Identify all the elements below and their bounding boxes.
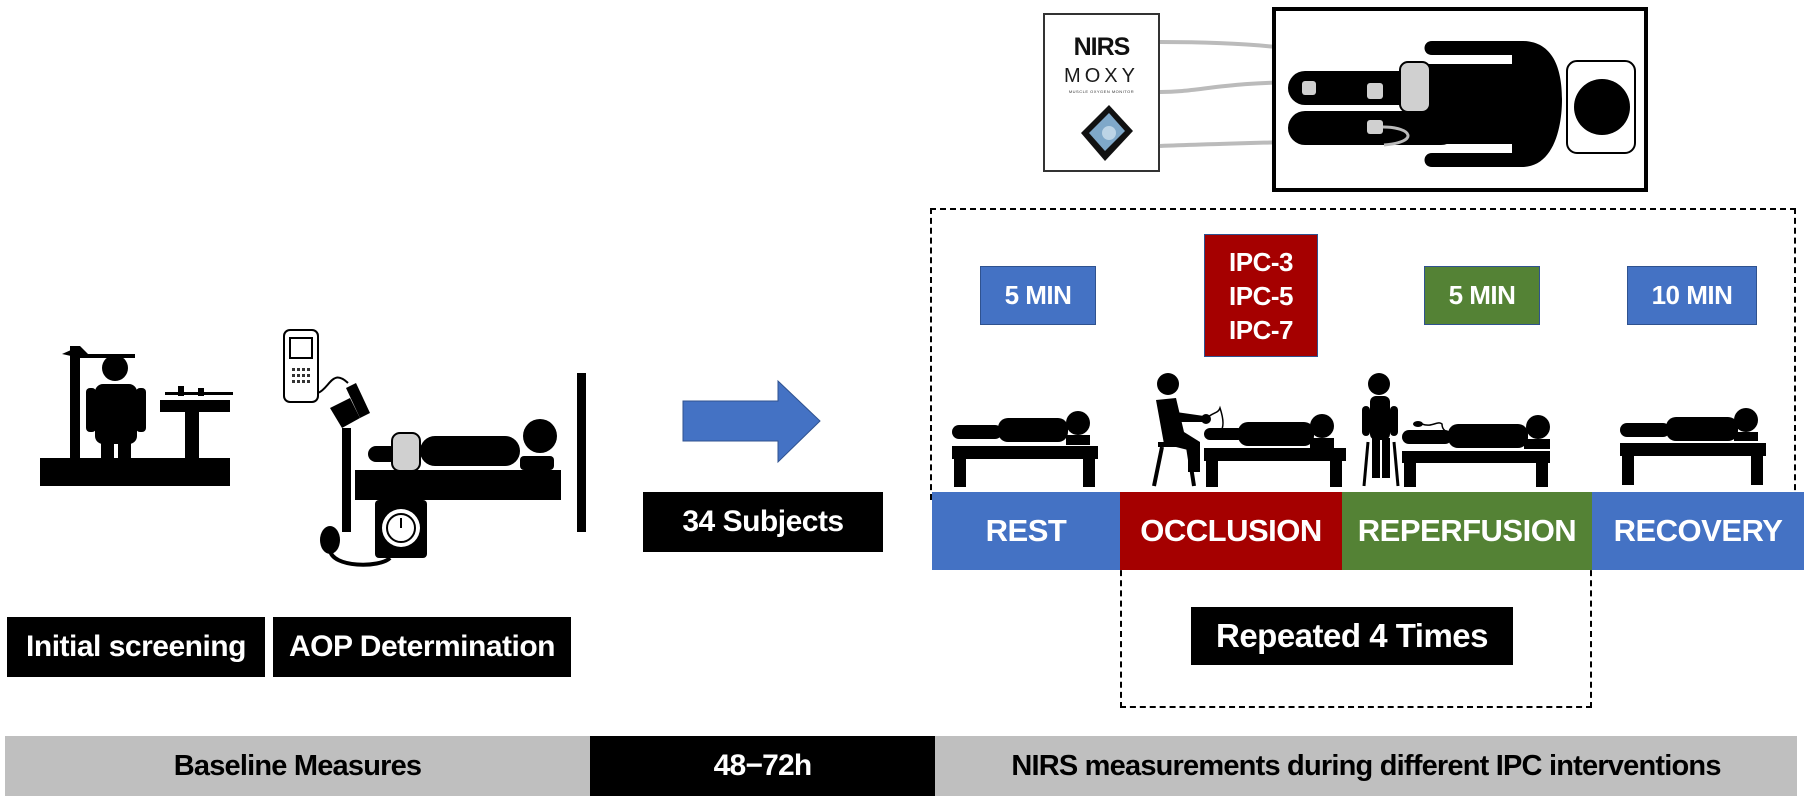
doppler-cuff-supine-patient-icon (283, 329, 586, 567)
reperfusion-patient-with-clinician-icon (1362, 373, 1550, 487)
phase-occlusion: OCCLUSION (1120, 492, 1342, 570)
repeat-dashed-frame (1120, 560, 1592, 708)
ipc-7-label: IPC-7 (1229, 314, 1293, 345)
height-weight-scale-icon (40, 346, 233, 486)
initial-screening-label: Initial screening (7, 617, 265, 677)
moxy-subtitle: MUSCLE OXYGEN MONITOR (1068, 89, 1135, 94)
phase-rest: REST (932, 492, 1120, 570)
ipc-3-label: IPC-3 (1229, 246, 1293, 277)
occlusion-ipc-badge: IPC-3 IPC-5 IPC-7 (1204, 234, 1318, 357)
supine-patient-with-sensors-icon (1272, 7, 1648, 192)
occlusion-patient-with-clinician-icon (1152, 373, 1346, 487)
recovery-patient-icon (1620, 408, 1766, 485)
nirs-title: NIRS (1073, 33, 1131, 61)
phase-recovery: RECOVERY (1592, 492, 1804, 570)
reperfusion-duration-badge: 5 MIN (1424, 266, 1540, 325)
subjects-count-label: 34 Subjects (643, 492, 883, 552)
phase-reperfusion: REPERFUSION (1342, 492, 1592, 570)
aop-determination-label: AOP Determination (273, 617, 571, 677)
rest-duration-badge: 5 MIN (980, 266, 1096, 325)
repeat-count-label: Repeated 4 Times (1191, 607, 1513, 665)
footer-nirs-measurements: NIRS measurements during different IPC i… (935, 736, 1797, 796)
footer-washout-interval: 48−72h (590, 736, 935, 796)
rest-patient-icon (952, 411, 1098, 487)
footer-baseline-measures: Baseline Measures (5, 736, 590, 796)
recovery-duration-badge: 10 MIN (1627, 266, 1757, 325)
ipc-5-label: IPC-5 (1229, 280, 1293, 311)
nirs-device-card: NIRS MOXY MUSCLE OXYGEN MONITOR (1043, 13, 1160, 172)
moxy-brand: MOXY (1064, 65, 1139, 87)
moxy-sensor-icon (1081, 105, 1133, 161)
right-arrow-icon (682, 379, 821, 464)
